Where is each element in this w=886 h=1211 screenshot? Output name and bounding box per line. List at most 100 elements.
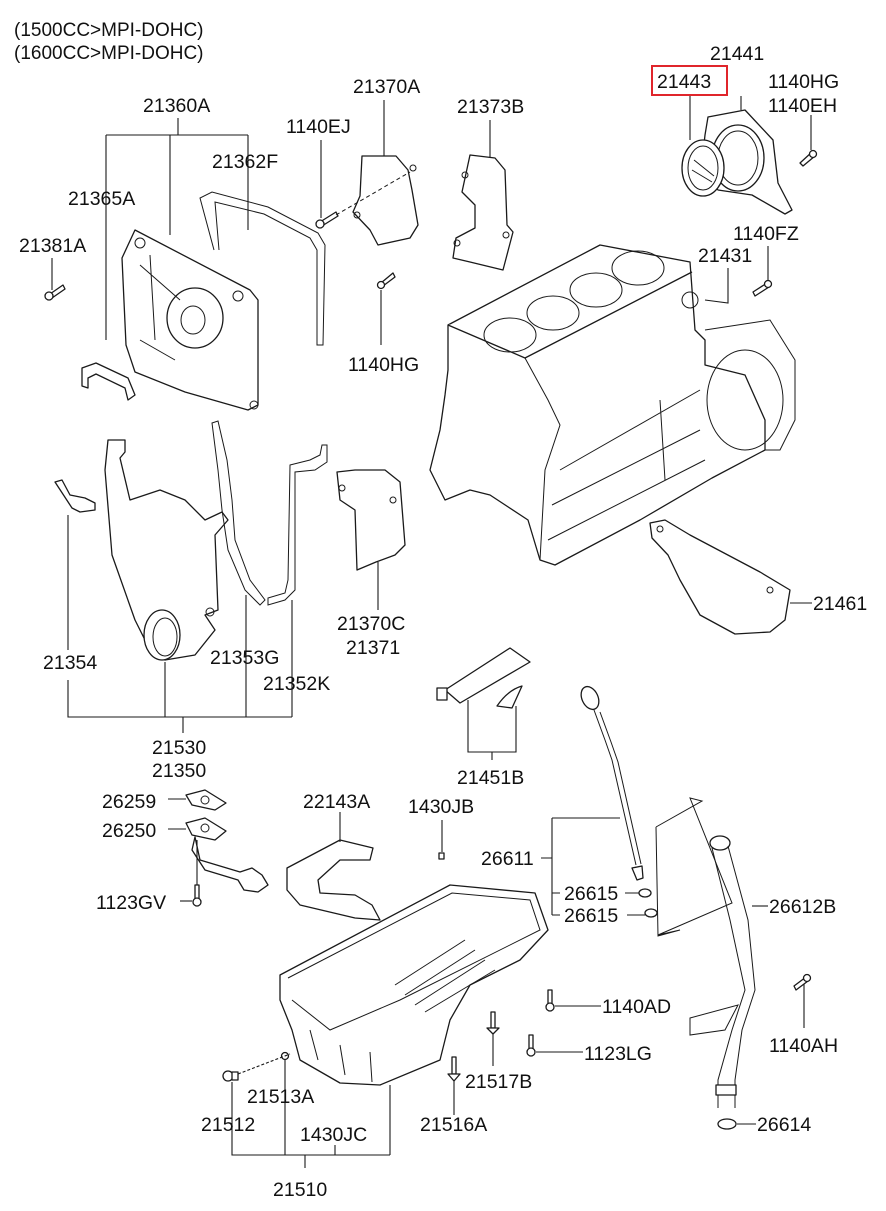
- callout-21441[interactable]: 21441: [710, 43, 764, 65]
- svg-text:21441[interactable]: 21441: [710, 43, 764, 65]
- svg-text:1140FZ[interactable]: 1140FZ: [733, 223, 799, 245]
- svg-text:1140EJ[interactable]: 1140EJ: [286, 116, 351, 138]
- callout-1140fz[interactable]: 1140FZ: [733, 223, 799, 245]
- svg-text:22143A[interactable]: 22143A: [303, 791, 370, 813]
- callout-1140eh[interactable]: 1140EH: [768, 95, 837, 117]
- callout-21381a[interactable]: 21381A: [19, 235, 86, 257]
- callout-26612b[interactable]: 26612B: [769, 896, 836, 918]
- callout-1430jc[interactable]: 1430JC: [300, 1124, 367, 1146]
- callout-21516a[interactable]: 21516A: [420, 1114, 487, 1136]
- rear-plate-part: [649, 519, 791, 635]
- svg-text:21513A[interactable]: 21513A: [247, 1086, 314, 1108]
- oil-baffle-part: [286, 839, 381, 921]
- callout-21362f[interactable]: 21362F: [212, 151, 278, 173]
- callout-21512[interactable]: 21512: [201, 1114, 255, 1136]
- svg-text:1123GV[interactable]: 1123GV: [96, 892, 166, 914]
- svg-text:21451B[interactable]: 21451B: [457, 767, 524, 789]
- callout-26611[interactable]: 26611: [481, 848, 534, 870]
- bolt-1140ad: [545, 989, 555, 1012]
- svg-text:26612B[interactable]: 26612B: [769, 896, 836, 918]
- callout-1140hg-top[interactable]: 1140HG: [768, 71, 839, 93]
- highlight-box-21443: [651, 65, 728, 96]
- svg-text:21381A[interactable]: 21381A: [19, 235, 86, 257]
- callout-21461[interactable]: 21461: [813, 593, 867, 615]
- callout-1123gv[interactable]: 1123GV: [96, 892, 166, 914]
- timing-bracket-21370c: [336, 469, 406, 571]
- callout-1140ah[interactable]: 1140AH: [769, 1035, 838, 1057]
- svg-text:26615[interactable]: 26615: [564, 883, 618, 905]
- timing-gasket-21352k: [267, 444, 328, 606]
- callout-21353g[interactable]: 21353G: [210, 647, 279, 669]
- svg-text:1430JB[interactable]: 1430JB: [408, 796, 474, 818]
- svg-text:21431[interactable]: 21431: [698, 245, 752, 267]
- plug-1430jb: [438, 852, 445, 860]
- svg-text:21373B[interactable]: 21373B: [457, 96, 524, 118]
- svg-text:21512[interactable]: 21512: [201, 1114, 255, 1136]
- oil-dipstick-part: [580, 685, 644, 881]
- timing-cover-gasket-21362f: [199, 191, 326, 346]
- svg-text:1140HG[interactable]: 1140HG: [768, 71, 839, 93]
- svg-text:21516A[interactable]: 21516A: [420, 1114, 487, 1136]
- callout-1140hg-mid[interactable]: 1140HG: [348, 354, 419, 376]
- callout-21513a[interactable]: 21513A: [247, 1086, 314, 1108]
- svg-text:21370C[interactable]: 21370C: [337, 613, 405, 635]
- svg-text:21352K[interactable]: 21352K: [263, 673, 330, 695]
- svg-text:21510[interactable]: 21510: [273, 1179, 327, 1201]
- callout-21371[interactable]: 21371: [346, 637, 400, 659]
- svg-text:21365A[interactable]: 21365A: [68, 188, 135, 210]
- callout-21443[interactable]: 21443: [657, 71, 711, 93]
- callout-21510[interactable]: 21510: [273, 1179, 327, 1201]
- svg-text:1140HG[interactable]: 1140HG: [348, 354, 419, 376]
- callout-21431[interactable]: 21431: [698, 245, 752, 267]
- svg-text:21461[interactable]: 21461: [813, 593, 867, 615]
- callout-22143a[interactable]: 22143A: [303, 791, 370, 813]
- callout-21354[interactable]: 21354: [43, 652, 97, 674]
- callout-1140ej[interactable]: 1140EJ: [286, 116, 351, 138]
- svg-text:21370A[interactable]: 21370A: [353, 76, 420, 98]
- svg-text:1140AD[interactable]: 1140AD: [602, 996, 671, 1018]
- svg-text:26250[interactable]: 26250: [102, 820, 156, 842]
- svg-text:26614[interactable]: 26614: [757, 1114, 811, 1136]
- callout-21373b[interactable]: 21373B: [457, 96, 524, 118]
- svg-text:21517B[interactable]: 21517B: [465, 1071, 532, 1093]
- callout-26615-upper[interactable]: 26615: [564, 883, 618, 905]
- bolt-1140ah: [793, 973, 812, 991]
- svg-text:21362F[interactable]: 21362F: [212, 151, 278, 173]
- callout-1123lg[interactable]: 1123LG: [584, 1043, 652, 1065]
- callout-21350[interactable]: 21350: [152, 760, 206, 782]
- callout-21517b[interactable]: 21517B: [465, 1071, 532, 1093]
- callout-26250[interactable]: 26250: [102, 820, 156, 842]
- callout-26259[interactable]: 26259: [102, 791, 156, 813]
- callout-21352k[interactable]: 21352K: [263, 673, 330, 695]
- callout-21370c[interactable]: 21370C: [337, 613, 405, 635]
- svg-text:21530[interactable]: 21530: [152, 737, 206, 759]
- svg-text:26611[interactable]: 26611: [481, 848, 534, 870]
- callout-21365a[interactable]: 21365A: [68, 188, 135, 210]
- svg-text:21371[interactable]: 21371: [346, 637, 400, 659]
- rear-oil-seal-part: [681, 139, 725, 197]
- callout-21530[interactable]: 21530: [152, 737, 206, 759]
- timing-belt-guide-21354: [54, 479, 96, 513]
- callout-26614[interactable]: 26614: [757, 1114, 811, 1136]
- svg-text:21350[interactable]: 21350: [152, 760, 206, 782]
- callout-26615-lower[interactable]: 26615: [564, 905, 618, 927]
- bolt-1123lg: [526, 1034, 536, 1057]
- svg-text:1430JC[interactable]: 1430JC: [300, 1124, 367, 1146]
- svg-text:21360A[interactable]: 21360A: [143, 95, 210, 117]
- callout-1430jb[interactable]: 1430JB: [408, 796, 474, 818]
- callout-21360a[interactable]: 21360A: [143, 95, 210, 117]
- svg-text:1140AH[interactable]: 1140AH: [769, 1035, 838, 1057]
- svg-text:1123LG[interactable]: 1123LG: [584, 1043, 652, 1065]
- svg-text:26615[interactable]: 26615: [564, 905, 618, 927]
- svg-text:21353G[interactable]: 21353G: [210, 647, 279, 669]
- callout-21370a[interactable]: 21370A: [353, 76, 420, 98]
- callout-1140ad[interactable]: 1140AD: [602, 996, 671, 1018]
- svg-text:26259[interactable]: 26259: [102, 791, 156, 813]
- svg-text:21354[interactable]: 21354: [43, 652, 97, 674]
- bolt-1140fz: [752, 279, 773, 297]
- svg-text:1140EH[interactable]: 1140EH: [768, 95, 837, 117]
- svg-text:21443[interactable]: 21443: [657, 71, 711, 93]
- bolt-1123gv: [192, 884, 202, 907]
- callout-21451b[interactable]: 21451B: [457, 767, 524, 789]
